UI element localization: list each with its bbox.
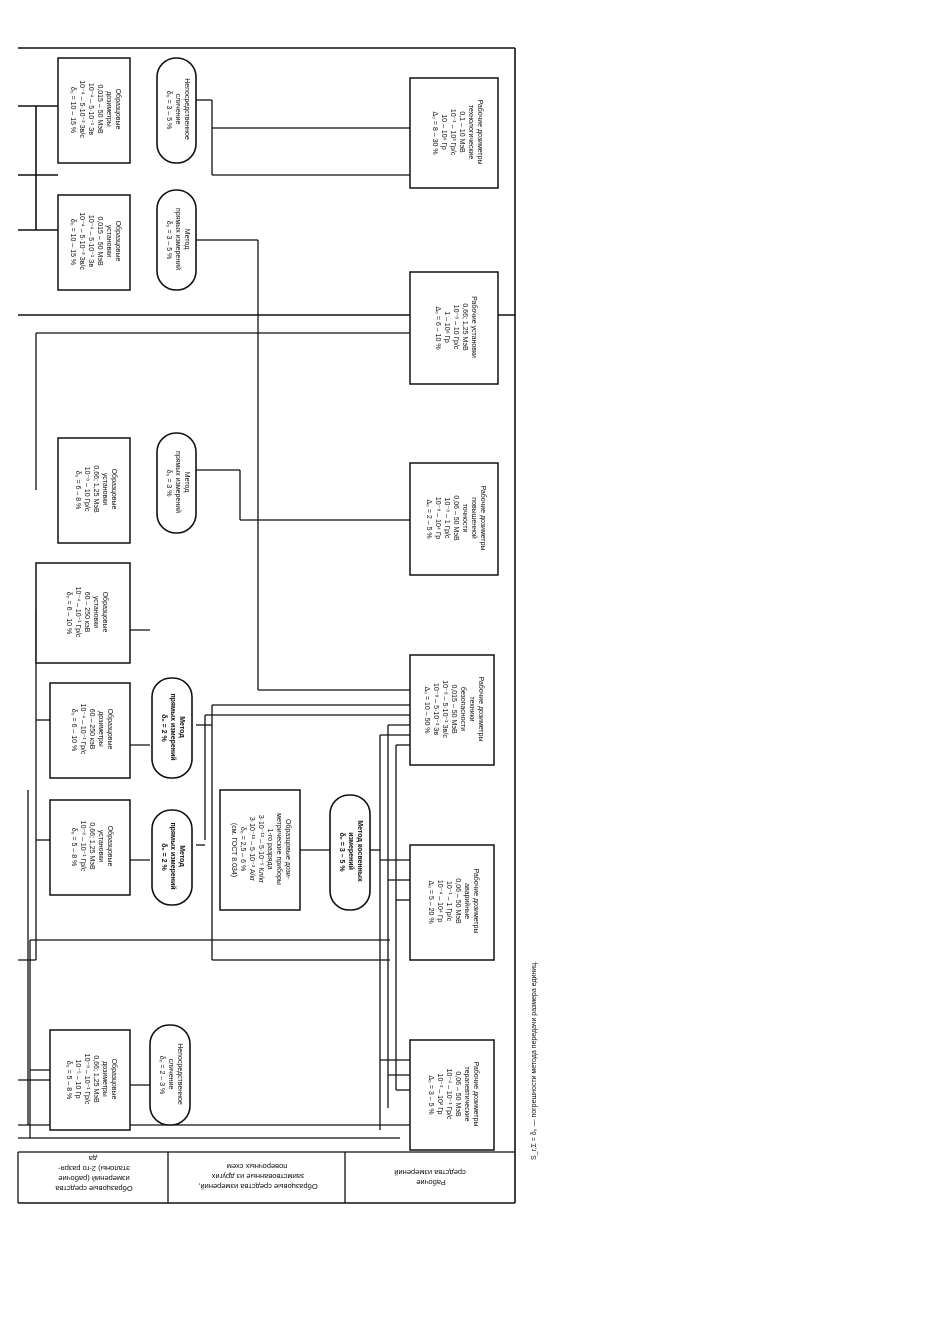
svg-text:Метод прямых измерений: Метод прямых измерений δ₀ = 2 %	[160, 693, 185, 762]
block-b8: Образцовые дози- метрические приборы 1-г…	[219, 789, 301, 911]
svg-text:Образцовые дозиметры: Образцовые дозиметры 0,66; 1,25 МэВ 10⁻⁸…	[65, 1054, 118, 1107]
block-b1: Образцовые дозиметры 0,015 – 50 МэВ 10⁻⁴…	[57, 57, 131, 164]
svg-text:Образцовые установки: Образцовые установки 0,015 – 50 МэВ 10⁻⁴…	[69, 212, 122, 272]
method-m6: Метод косвенных измерений δ₀ = 3 – 5 %	[329, 794, 371, 911]
svg-text:Рабочие установки 0,66;: Рабочие установки 0,66; 1,25 МэВ 10⁻⁸ – …	[434, 296, 478, 360]
row-label-2: Образцовые средства измерений, заимствов…	[196, 1162, 317, 1191]
svg-text:Метод прямых измерений: Метод прямых измерений δ₀ = 3 – 5 %	[165, 208, 190, 272]
method-m4: Метод прямых измерений δ₀ = 2 %	[151, 677, 193, 779]
footnote: S_r,Σ = δ₀ — погрешности метода передачи…	[531, 961, 538, 1160]
block-b3: Образцовые установки 0,66; 1,25 МэВ 10⁻⁸…	[57, 437, 131, 544]
svg-text:Рабочие дозиметры повыше: Рабочие дозиметры повышенной точности 0,…	[425, 485, 487, 552]
block-b6: Образцовые установки 0,66; 1,25 МэВ 10⁻⁸…	[49, 799, 131, 896]
method-m5: Метод прямых измерений δ₀ = 2 %	[151, 809, 193, 906]
block-w6: Рабочие дозиметры терапевтические 0,06 –…	[409, 1039, 495, 1151]
svg-text:Рабочие дозиметры техник: Рабочие дозиметры техники безопасности 0…	[423, 676, 485, 743]
block-w4: Рабочие дозиметры техники безопасности 0…	[409, 654, 495, 766]
svg-text:Образцовые дозиметры: Образцовые дозиметры 60 – 250 кэВ 10⁻⁴ –…	[70, 704, 114, 757]
svg-text:Образцовые дози- метриче: Образцовые дози- метрические приборы 1-г…	[230, 813, 292, 887]
row-label-3: Рабочие средства измерений	[394, 1168, 465, 1187]
svg-text:Рабочие дозиметры технол: Рабочие дозиметры технологические 0,1 – …	[431, 99, 484, 166]
block-b2: Образцовые установки 0,015 – 50 МэВ 10⁻⁴…	[57, 194, 131, 291]
method-m1: Непосредственное сличение δ₀ = 3 – 5 %	[156, 57, 197, 164]
svg-text:S_r,Σ = δ₀ — погрешности метод: S_r,Σ = δ₀ — погрешности метода передачи…	[531, 961, 538, 1160]
block-b7: Образцовые дозиметры 0,66; 1,25 МэВ 10⁻⁸…	[49, 1029, 131, 1131]
svg-text:Метод прямых измерений: Метод прямых измерений δ₀ = 3 %	[165, 451, 190, 515]
svg-text:Образцовые установки: Образцовые установки 60 – 250 кэВ 10⁻⁴ –…	[65, 587, 109, 640]
svg-text:Рабочие дозиметры аварий: Рабочие дозиметры аварийные 0,06 – 50 Мэ…	[427, 868, 480, 935]
svg-text:Непосредственное сличени: Непосредственное сличение δ₀ = 3 – 5 %	[165, 78, 190, 142]
svg-text:Рабочие средства измерен: Рабочие средства измерений	[394, 1168, 465, 1187]
block-w1: Рабочие дозиметры технологические 0,1 – …	[409, 77, 499, 189]
svg-text:Образцовые дозиметры: Образцовые дозиметры 0,015 – 50 МэВ 10⁻⁴…	[69, 80, 122, 140]
block-w3: Рабочие дозиметры повышенной точности 0,…	[409, 462, 499, 576]
svg-text:Рабочие дозиметры терапе: Рабочие дозиметры терапевтические 0,06 –…	[427, 1061, 480, 1128]
method-m3: Метод прямых измерений δ₀ = 3 %	[156, 432, 197, 534]
svg-text:Образцовые установки: Образцовые установки 0,66; 1,25 МэВ 10⁻⁸…	[74, 465, 118, 514]
svg-text:Образцовые средства изме: Образцовые средства измерений (рабочие э…	[53, 1154, 133, 1193]
block-w5: Рабочие дозиметры аварийные 0,06 – 50 Мэ…	[409, 844, 495, 961]
method-m2: Метод прямых измерений δ₀ = 3 – 5 %	[156, 189, 197, 291]
svg-text:Непосредственное сличени: Непосредственное сличение δ₀ = 2 – 3 %	[158, 1043, 183, 1107]
block-w2: Рабочие установки 0,66; 1,25 МэВ 10⁻⁸ – …	[409, 271, 499, 385]
block-b5: Образцовые дозиметры 60 – 250 кэВ 10⁻⁴ –…	[49, 682, 131, 779]
svg-text:Метод прямых измерений: Метод прямых измерений δ₀ = 2 %	[160, 822, 185, 891]
svg-text:Образцовые установки: Образцовые установки 0,66; 1,25 МэВ 10⁻⁸…	[70, 821, 114, 874]
method-m7: Непосредственное сличение δ₀ = 2 – 3 %	[149, 1024, 191, 1126]
frame	[17, 47, 516, 1204]
svg-text:Образцовые средства измерений,: Образцовые средства измерений, заимствов…	[196, 1162, 317, 1191]
row-label-1: Образцовые средства измерений (рабочие э…	[53, 1154, 133, 1193]
block-b4: Образцовые установки 60 – 250 кэВ 10⁻⁴ –…	[35, 562, 131, 664]
connectors	[18, 99, 515, 1139]
svg-text:Метод косвенных измерени: Метод косвенных измерений δ₀ = 3 – 5 %	[338, 820, 363, 883]
